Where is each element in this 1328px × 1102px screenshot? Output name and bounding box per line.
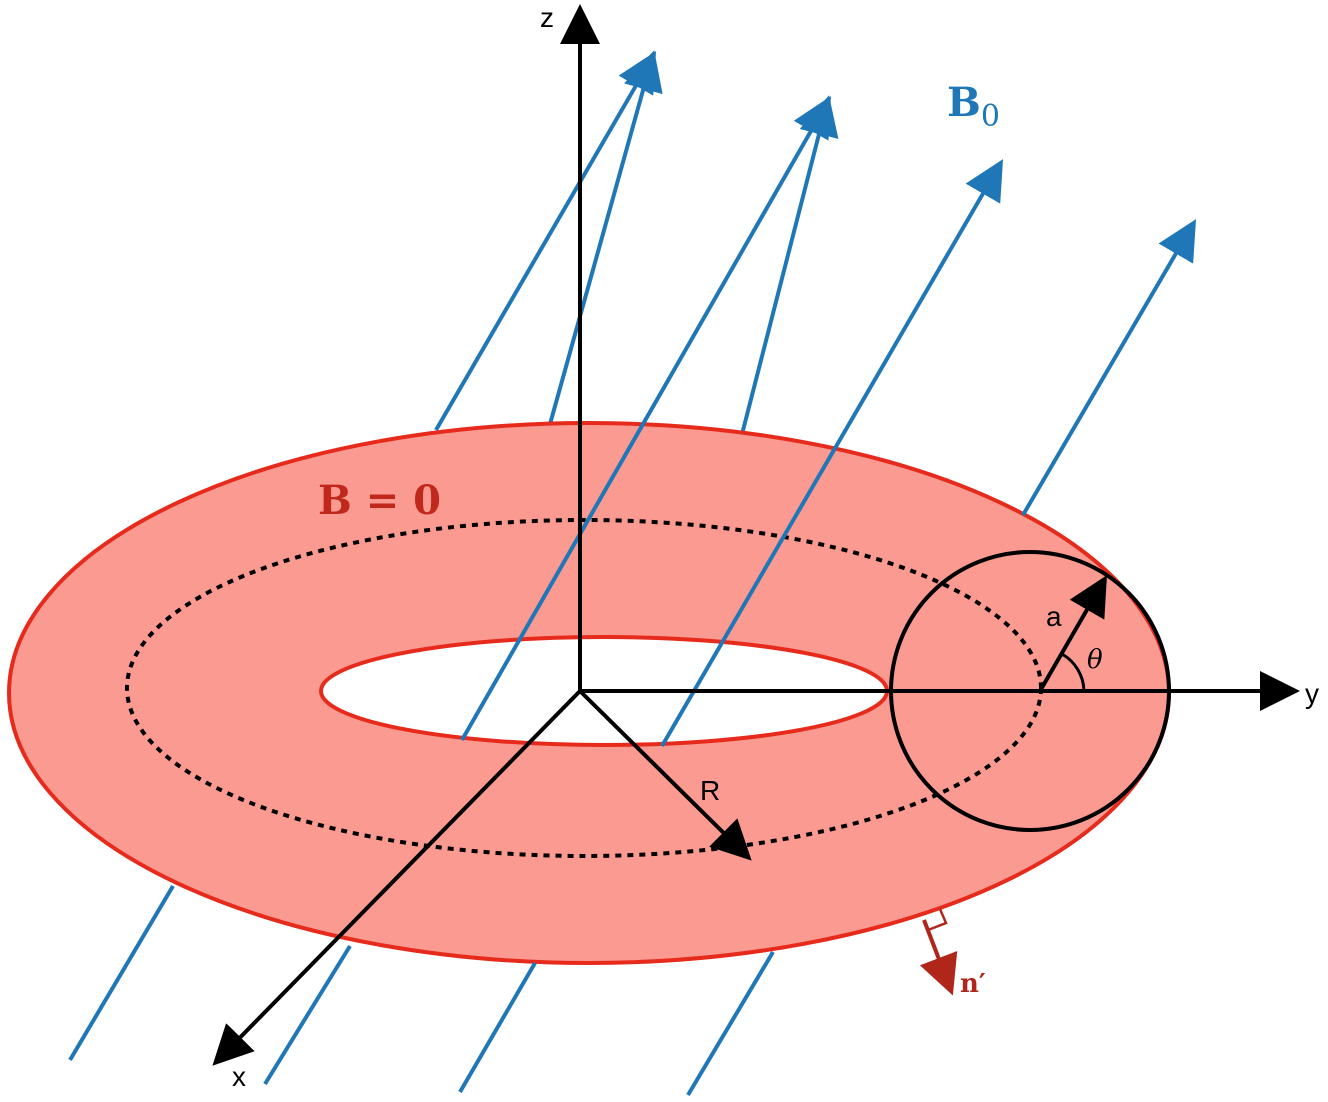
field-line-3-back [999,166,1023,515]
field-line-5-bottom [68,884,175,1062]
field-line-6-bottom [263,944,352,1086]
field-line-2-top [460,96,831,741]
field-line-8-bottom [686,950,775,1097]
normal-label: n′ [960,969,986,999]
z-axis-label: z [540,2,554,33]
field-line-3-top [660,159,1004,748]
major-radius-arrow [578,689,752,861]
minor-radius-arrow [1038,575,1108,693]
angle-arc [1061,652,1086,692]
normal-vector [919,908,958,996]
y-axis-label: y [1305,678,1319,709]
field-line-7-bottom [458,961,537,1094]
field-label: B0 [947,79,1000,134]
field-line-1-top [434,51,657,432]
x-axis-label: x [232,1061,246,1092]
major-radius-label: R [700,775,720,806]
minor-radius-label: a [1046,601,1062,632]
angle-label: θ [1087,645,1103,675]
axes [212,4,1300,1066]
inside-field-label: B = 0 [318,477,441,524]
x-axis [212,689,582,1066]
field-lines-front [68,51,1197,1097]
normal-arrow [919,919,958,996]
right-angle-marker [927,908,948,932]
field-line-4-top [1021,219,1197,517]
